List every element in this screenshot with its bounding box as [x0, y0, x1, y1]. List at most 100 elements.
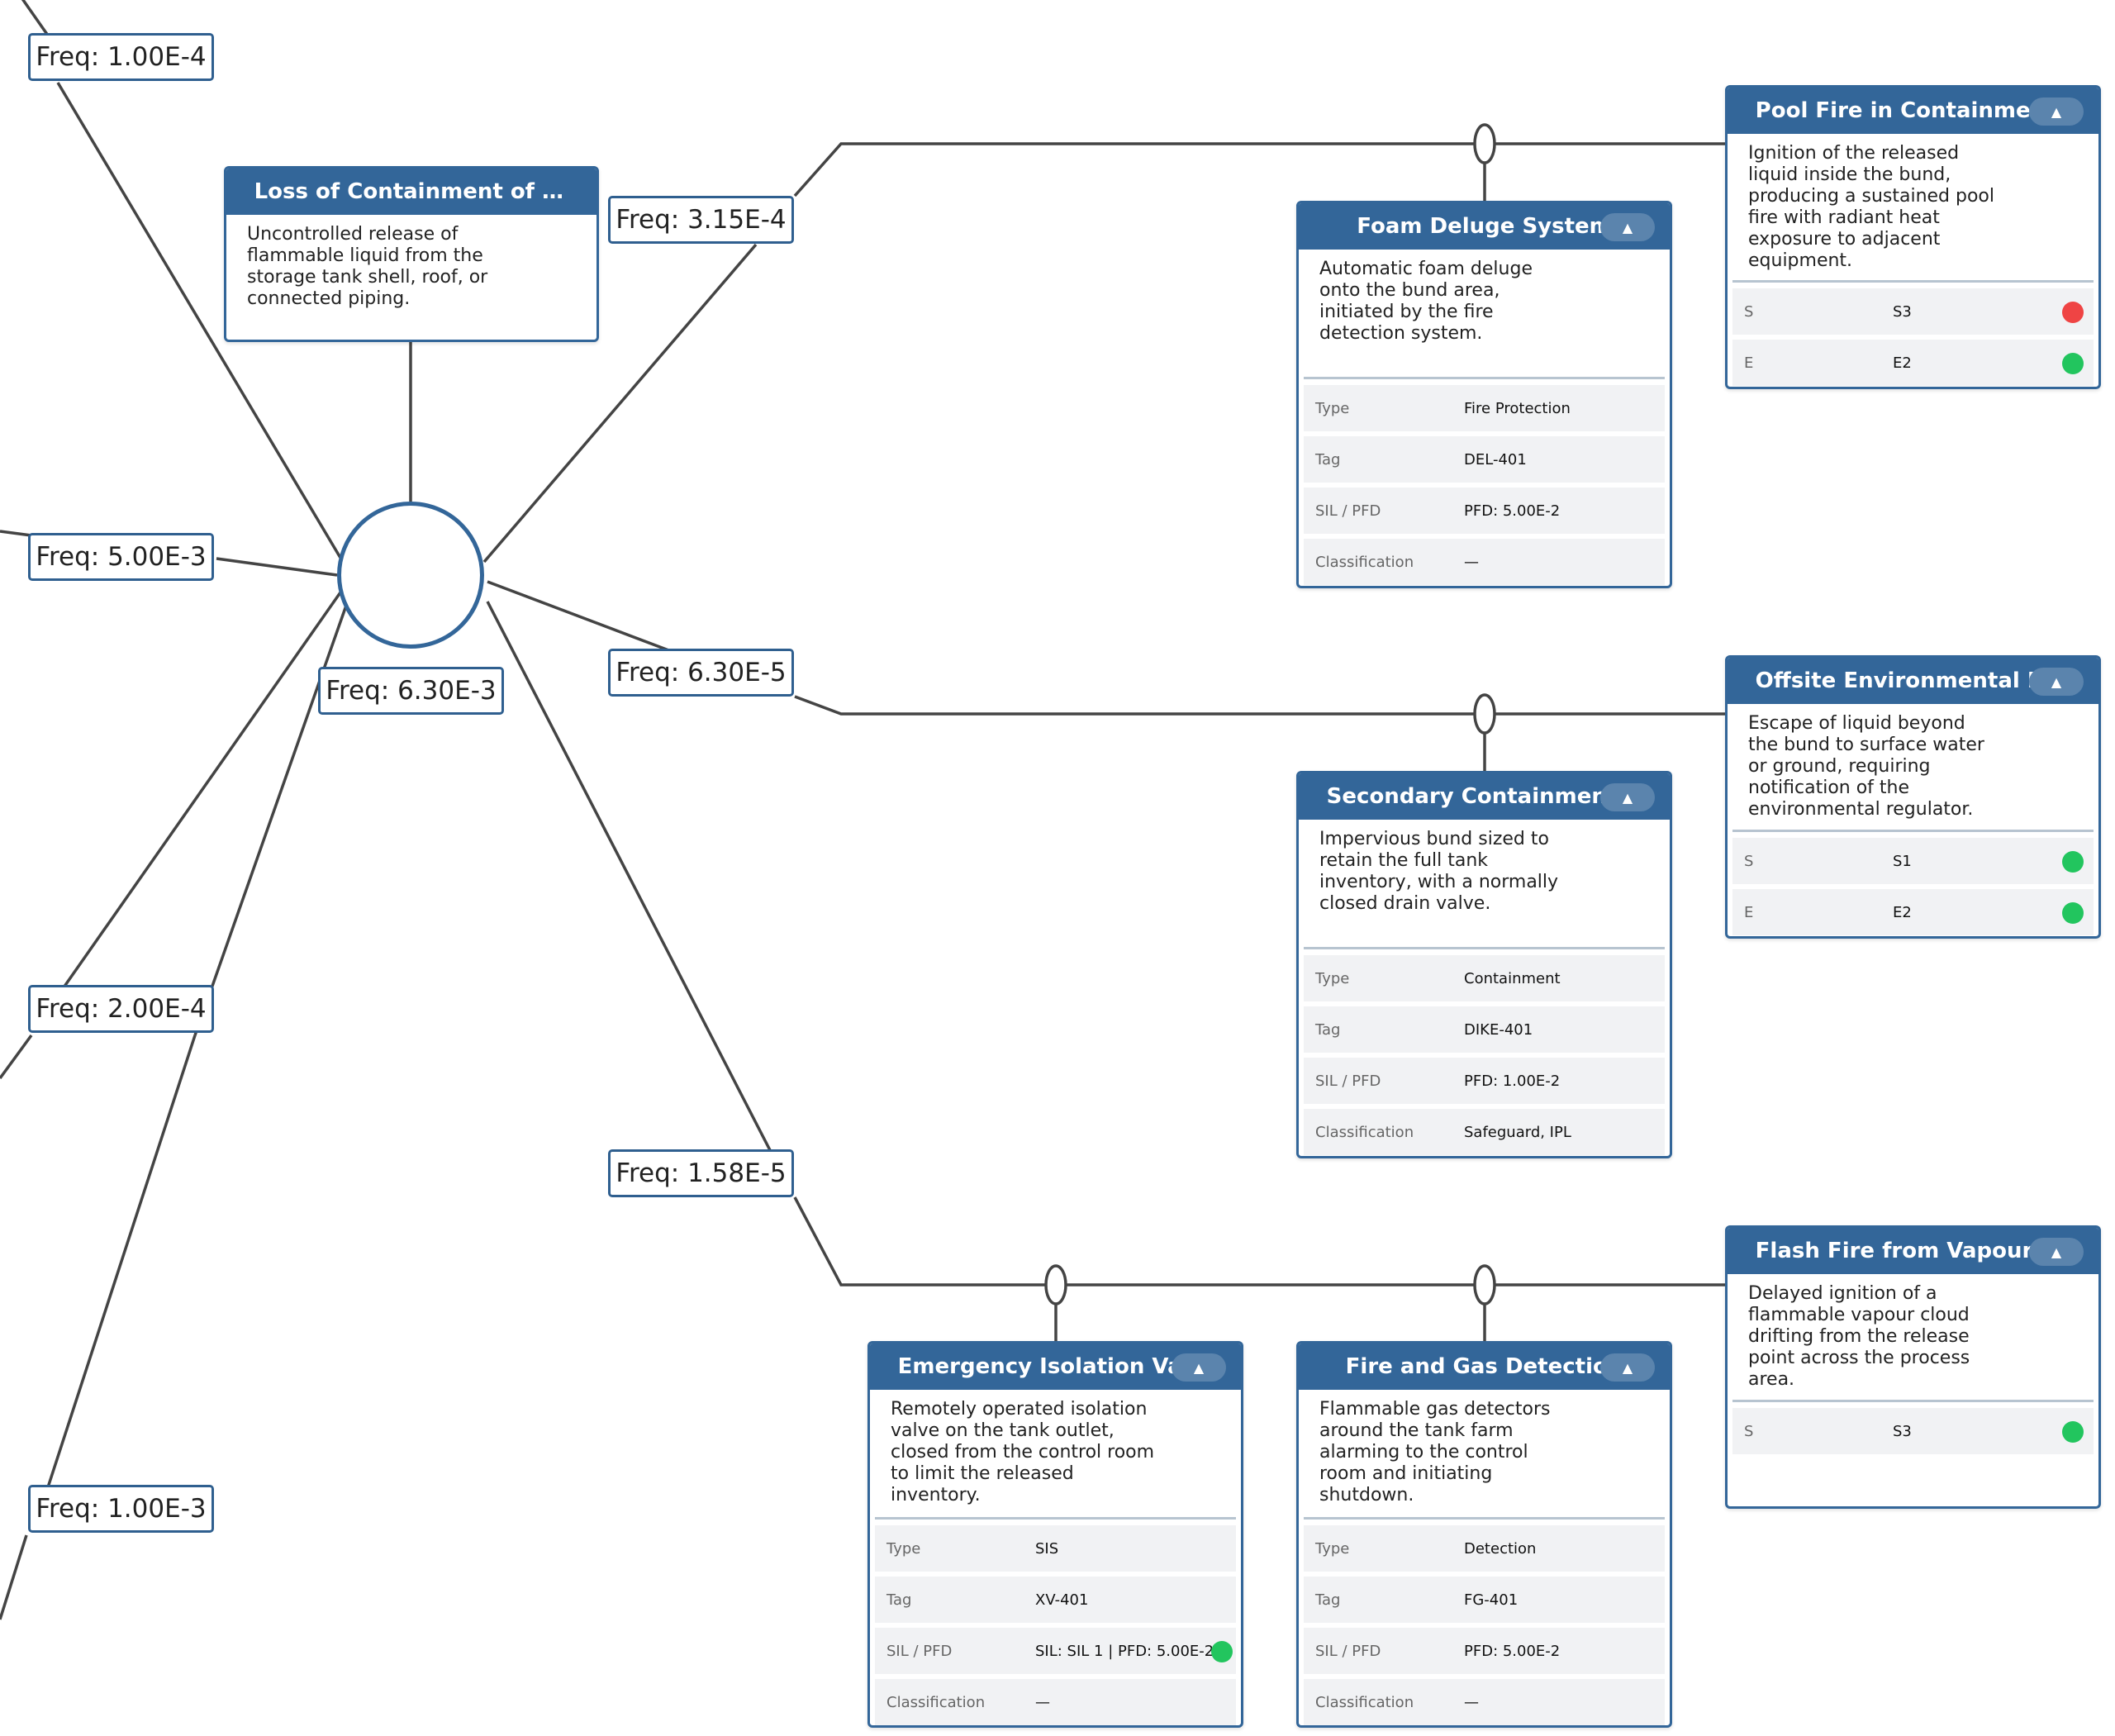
top-event-title: Loss of Containment of Fl...	[254, 179, 569, 204]
caret-up-icon[interactable]: ▲	[2029, 1238, 2084, 1266]
property-label: Type	[1315, 969, 1350, 987]
property-row: Type Fire Protection	[1304, 385, 1665, 431]
threat-line	[60, 591, 342, 992]
barrier-card[interactable]: Fire and Gas Detection ▲ Flammable gas d…	[1296, 1341, 1672, 1728]
threat-line	[216, 557, 338, 577]
property-value: FG-401	[1464, 1591, 1519, 1609]
barrier-card[interactable]: Emergency Isolation Valve ▲ Remotely ope…	[867, 1341, 1243, 1728]
divider	[1732, 1400, 2094, 1402]
barrier-header: Secondary Containment Dike ▲	[1299, 773, 1670, 820]
consequence-header: Offsite Environmental Rel... ▲	[1728, 658, 2098, 704]
property-label: SIL / PFD	[1315, 502, 1381, 520]
barrier-node	[1473, 1264, 1496, 1306]
top-event-description: Uncontrolled release of flammable liquid…	[247, 224, 488, 309]
property-label: Type	[1315, 1539, 1350, 1558]
barrier-header: Fire and Gas Detection ▲	[1299, 1344, 1670, 1390]
property-label: Classification	[1315, 1693, 1414, 1711]
risk-row: S S1	[1732, 838, 2094, 884]
consequence-description: Ignition of the released liquid inside t…	[1748, 143, 1994, 271]
top-event-header: Loss of Containment of Fl...	[226, 169, 596, 215]
risk-value: S3	[1893, 1422, 1912, 1440]
caret-up-icon[interactable]: ▲	[1600, 1353, 1655, 1382]
property-label: Type	[1315, 399, 1350, 417]
status-indicator	[2062, 353, 2084, 374]
caret-up-icon[interactable]: ▲	[1172, 1353, 1226, 1382]
branch-line	[482, 243, 758, 564]
barrier-node	[1044, 1264, 1067, 1306]
status-indicator	[2062, 902, 2084, 924]
property-value: —	[1035, 1693, 1050, 1711]
property-row: Classification—	[875, 1679, 1236, 1725]
consequence-title: Pool Fire in Containment ...	[1755, 98, 2071, 123]
property-label: Tag	[1315, 1591, 1341, 1609]
consequence-title: Flash Fire from Vapour Cloud	[1755, 1239, 2071, 1263]
consequence-card[interactable]: Flash Fire from Vapour Cloud ▲ Delayed i…	[1725, 1225, 2101, 1509]
caret-up-icon[interactable]: ▲	[1600, 213, 1655, 241]
property-label: Type	[886, 1539, 921, 1558]
barrier-card[interactable]: Foam Deluge System ▲ Automatic foam delu…	[1296, 201, 1672, 588]
threat-line	[56, 82, 342, 559]
property-value: PFD: 5.00E-2	[1464, 502, 1561, 520]
barrier-node	[1473, 693, 1496, 735]
property-value: Detection	[1464, 1539, 1537, 1558]
branch-line	[487, 580, 672, 653]
status-indicator	[1211, 1641, 1233, 1662]
consequence-card[interactable]: Pool Fire in Containment ... ▲ Ignition …	[1725, 85, 2101, 389]
risk-label: S	[1744, 852, 1754, 870]
property-value: SIS	[1035, 1539, 1059, 1558]
risk-label: E	[1744, 354, 1754, 372]
barrier-description: Flammable gas detectors around the tank …	[1319, 1399, 1551, 1505]
caret-up-icon[interactable]: ▲	[2029, 98, 2084, 126]
risk-value: S1	[1893, 852, 1912, 870]
status-indicator	[2062, 851, 2084, 873]
property-value: DIKE-401	[1464, 1020, 1533, 1039]
barrier-title: Fire and Gas Detection	[1345, 1354, 1623, 1379]
caret-up-icon[interactable]: ▲	[2029, 668, 2084, 696]
consequence-description: Escape of liquid beyond the bund to surf…	[1748, 713, 1984, 820]
property-row: Classification —	[1304, 539, 1665, 585]
consequence-header: Flash Fire from Vapour Cloud ▲	[1728, 1228, 2098, 1274]
barrier-card[interactable]: Secondary Containment Dike ▲ Impervious …	[1296, 771, 1672, 1158]
property-value: SIL: SIL 1 | PFD: 5.00E-2	[1035, 1642, 1214, 1660]
divider	[1304, 377, 1665, 379]
threat-line	[0, 530, 32, 537]
property-label: Classification	[1315, 1123, 1414, 1141]
caret-up-icon[interactable]: ▲	[1600, 783, 1655, 811]
consequence-card[interactable]: Offsite Environmental Rel... ▲ Escape of…	[1725, 655, 2101, 939]
property-label: Tag	[1315, 1020, 1341, 1039]
property-value: XV-401	[1035, 1591, 1089, 1609]
branch-line	[793, 1196, 1727, 1287]
branch-line	[486, 601, 772, 1151]
top-event-card[interactable]: Loss of Containment of Fl... Uncontrolle…	[224, 166, 599, 342]
branch-freq-label: Freq: 1.58E-5	[608, 1149, 794, 1197]
divider	[1732, 830, 2094, 832]
barrier-node	[1473, 123, 1496, 164]
property-value: Fire Protection	[1464, 399, 1571, 417]
barrier-header: Emergency Isolation Valve ▲	[870, 1344, 1241, 1390]
divider	[875, 1517, 1236, 1520]
threat-freq-label: Freq: 1.00E-4	[28, 33, 214, 81]
hub-freq-label: Freq: 6.30E-3	[318, 667, 504, 715]
property-value: —	[1464, 553, 1479, 571]
divider	[1304, 1517, 1665, 1520]
top-event-hub[interactable]	[337, 502, 484, 649]
risk-value: E2	[1893, 903, 1912, 921]
threat-line	[0, 1034, 33, 1080]
property-label: Classification	[1315, 553, 1414, 571]
branch-freq-label: Freq: 3.15E-4	[608, 196, 794, 244]
property-label: Tag	[1315, 450, 1341, 468]
property-row: Tag DIKE-401	[1304, 1006, 1665, 1053]
property-label: SIL / PFD	[1315, 1642, 1381, 1660]
branch-freq-label: Freq: 6.30E-5	[608, 649, 794, 697]
barrier-description: Automatic foam deluge onto the bund area…	[1319, 259, 1533, 344]
branch-line	[793, 142, 1727, 197]
consequence-description: Delayed ignition of a flammable vapour c…	[1748, 1283, 1970, 1390]
